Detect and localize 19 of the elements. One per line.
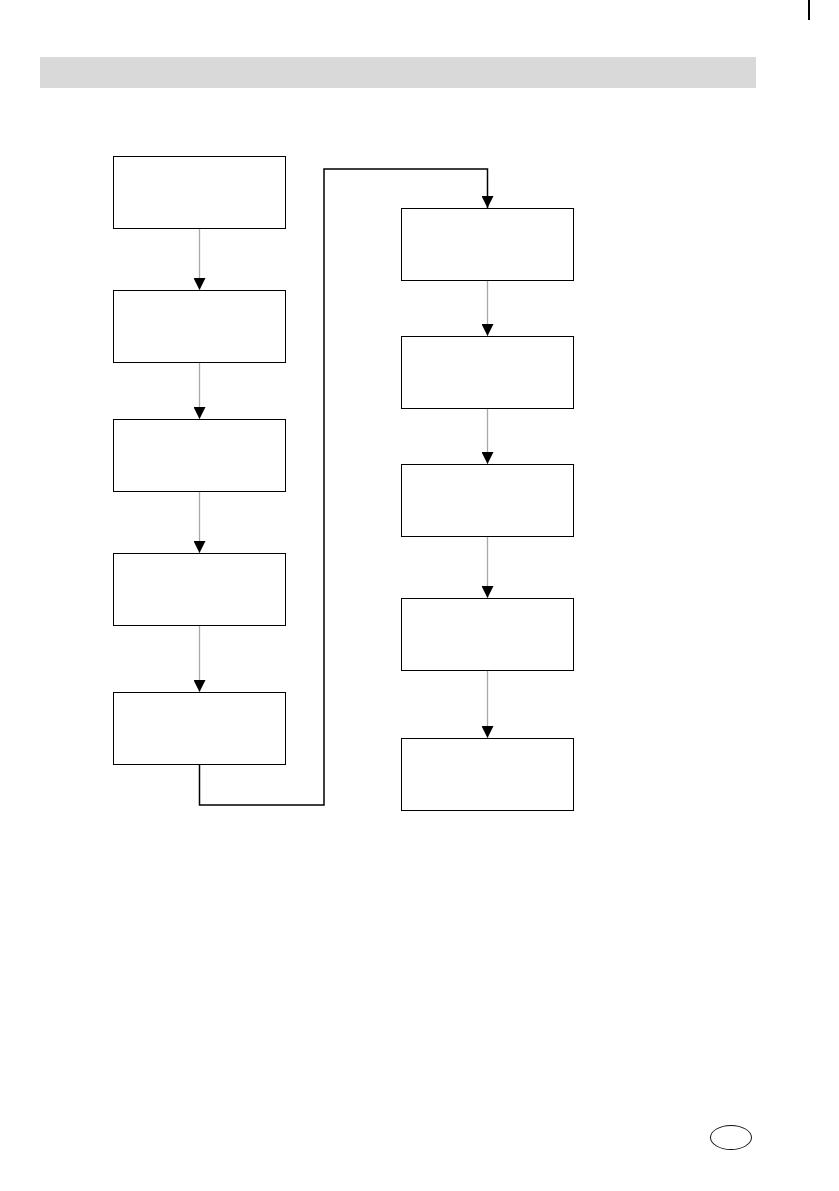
- arrow: [193, 491, 206, 554]
- process-box: [113, 553, 286, 626]
- process-box: [113, 156, 286, 229]
- arrow: [198, 168, 494, 806]
- process-box: [401, 336, 574, 409]
- arrow: [193, 362, 206, 420]
- process-box: [401, 598, 574, 671]
- process-box: [113, 290, 286, 363]
- arrow: [193, 228, 206, 291]
- arrow: [481, 280, 494, 337]
- process-box: [113, 419, 286, 492]
- arrow: [193, 625, 206, 693]
- process-box: [401, 738, 574, 811]
- process-box: [401, 208, 574, 281]
- process-box: [113, 692, 286, 765]
- arrow: [481, 408, 494, 465]
- process-box: [401, 464, 574, 537]
- arrow: [481, 536, 494, 599]
- arrow: [481, 670, 494, 739]
